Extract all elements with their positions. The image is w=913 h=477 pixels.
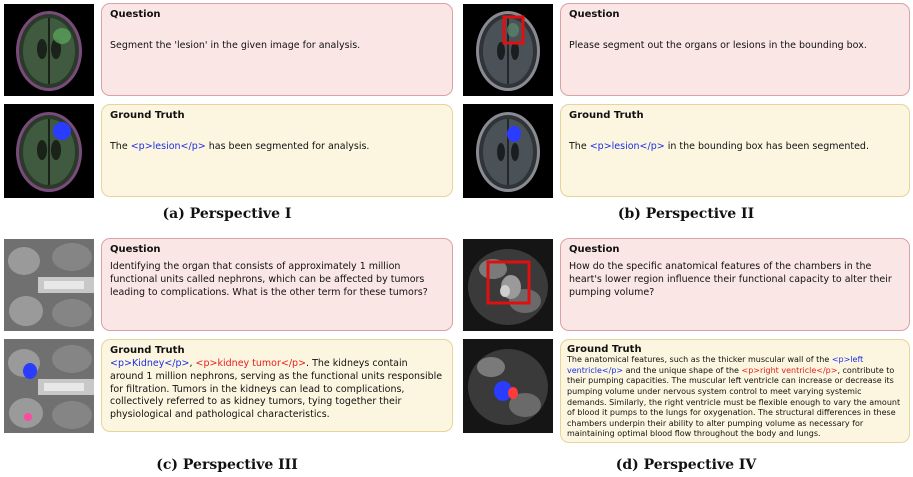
question-heading: Question <box>569 244 620 255</box>
question-heading: Question <box>110 9 161 20</box>
brain-mri-segmented-image <box>4 104 94 198</box>
cardiac-mri-input-image <box>463 239 553 331</box>
lesion-tag: <p>lesion</p> <box>589 141 665 152</box>
ground-truth-heading: Ground Truth <box>569 110 644 121</box>
brain-mri-bbox-input-image <box>463 4 553 96</box>
ground-truth-text: <p>Kidney</p>, <p>kidney tumor</p>. The … <box>110 358 443 421</box>
ground-truth-box: Ground Truth The <p>lesion</p> has been … <box>101 104 453 197</box>
ground-truth-box: Ground Truth <p>Kidney</p>, <p>kidney tu… <box>101 339 453 432</box>
ground-truth-heading: Ground Truth <box>110 345 185 356</box>
question-text: Please segment out the organs or lesions… <box>569 40 867 51</box>
abdomen-ct-input-image <box>4 239 94 331</box>
ground-truth-heading: Ground Truth <box>567 344 642 355</box>
caption-perspective-3: (c) Perspective III <box>156 457 298 473</box>
kidney-tag: <p>Kidney</p> <box>110 358 190 369</box>
question-box: Question Please segment out the organs o… <box>560 3 910 96</box>
question-text: Identifying the organ that consists of a… <box>110 261 428 298</box>
question-box: Question Segment the 'lesion' in the giv… <box>101 3 453 96</box>
right-ventricle-tag: <p>right ventricle</p> <box>741 365 838 375</box>
brain-mri-input-image <box>4 4 94 96</box>
lesion-tag: <p>lesion</p> <box>130 141 206 152</box>
cardiac-mri-segmented-image <box>463 339 553 433</box>
brain-mri-bbox-segmented-image <box>463 104 553 198</box>
question-text: Segment the 'lesion' in the given image … <box>110 40 361 51</box>
caption-perspective-4: (d) Perspective IV <box>615 457 757 473</box>
left-ventricle-tag: <p>left ventricle</p> <box>567 355 864 375</box>
kidney-tumor-tag: <p>kidney tumor</p> <box>195 358 307 369</box>
question-box: Question Identifying the organ that cons… <box>101 238 453 331</box>
ground-truth-box: Ground Truth The anatomical features, su… <box>560 339 910 443</box>
caption-perspective-2: (b) Perspective II <box>617 206 755 222</box>
question-box: Question How do the specific anatomical … <box>560 238 910 331</box>
ground-truth-box: Ground Truth The <p>lesion</p> in the bo… <box>560 104 910 197</box>
abdomen-ct-segmented-image <box>4 339 94 433</box>
question-heading: Question <box>569 9 620 20</box>
ground-truth-text: The <p>lesion</p> has been segmented for… <box>110 141 370 152</box>
question-text: How do the specific anatomical features … <box>569 261 892 298</box>
caption-perspective-1: (a) Perspective I <box>162 206 292 222</box>
ground-truth-text: The <p>lesion</p> in the bounding box ha… <box>569 141 869 152</box>
question-heading: Question <box>110 244 161 255</box>
ground-truth-text: The anatomical features, such as the thi… <box>567 355 901 439</box>
ground-truth-heading: Ground Truth <box>110 110 185 121</box>
